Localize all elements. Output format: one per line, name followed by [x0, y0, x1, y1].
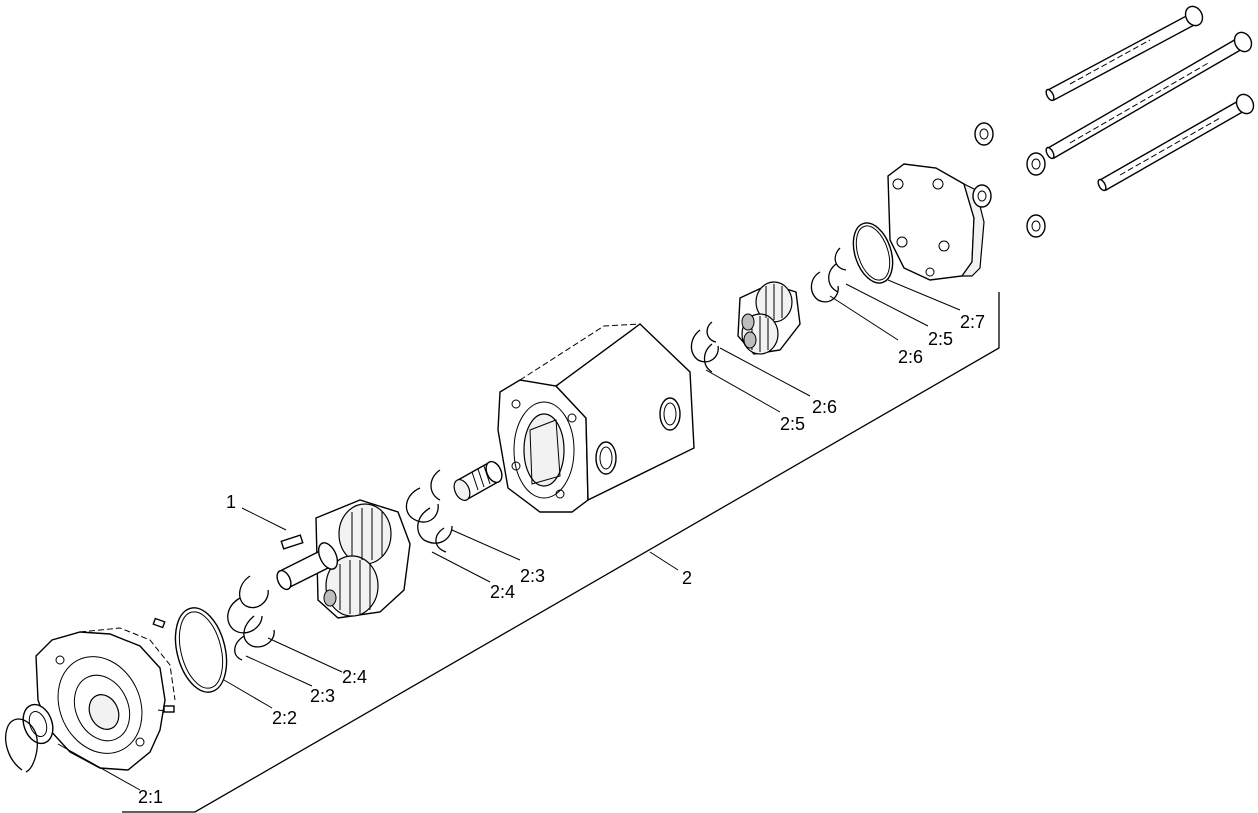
- callout-2-3-front: 2:3: [310, 686, 335, 706]
- rear-seal-set-a: [690, 321, 719, 373]
- callout-2-5-right: 2:5: [928, 329, 953, 349]
- middle-seal-set: [405, 469, 453, 553]
- pump-body-part: [497, 323, 695, 513]
- key-part: [280, 534, 304, 550]
- o-ring-front-part: [174, 607, 228, 693]
- callout-2-1: 2:1: [138, 787, 163, 807]
- bolt-2: [1045, 31, 1253, 160]
- callout-2-4-front: 2:4: [342, 667, 367, 687]
- bolt-3: [1097, 93, 1255, 192]
- assembly-bracket: [122, 292, 1000, 813]
- drive-gear-set-part: [276, 499, 411, 619]
- callout-2-6-left: 2:6: [812, 397, 837, 417]
- callout-2-3-middle: 2:3: [520, 566, 545, 586]
- callout-2-2: 2:2: [272, 708, 297, 728]
- retaining-ring-part: [5, 718, 38, 773]
- rear-seal-set-b: [810, 247, 847, 303]
- callout-2-6-right: 2:6: [898, 347, 923, 367]
- bolt-set-part: [1045, 5, 1255, 192]
- front-seal-set: [227, 575, 275, 661]
- callout-1: 1: [226, 492, 236, 512]
- spline-coupling-part: [453, 460, 503, 502]
- o-ring-rear-part: [852, 222, 894, 284]
- leader-lines: [57, 279, 961, 791]
- callout-2-4-middle: 2:4: [490, 582, 515, 602]
- bolt-1: [1045, 5, 1204, 102]
- rear-cover-part: [887, 163, 985, 281]
- callout-2-7: 2:7: [960, 312, 985, 332]
- dowel-pin-part: [152, 617, 166, 629]
- rear-gear-set-part: [737, 281, 801, 355]
- callout-2-5-left: 2:5: [780, 414, 805, 434]
- washer-set-part: [972, 122, 1046, 238]
- callout-2: 2: [682, 568, 692, 588]
- front-cover-part: [35, 627, 176, 771]
- shaft-seal-part: [22, 703, 54, 745]
- callout-labels: 1 2 2:1 2:2 2:3 2:4 2:3 2:4 2:5 2:6 2:6 …: [138, 312, 985, 807]
